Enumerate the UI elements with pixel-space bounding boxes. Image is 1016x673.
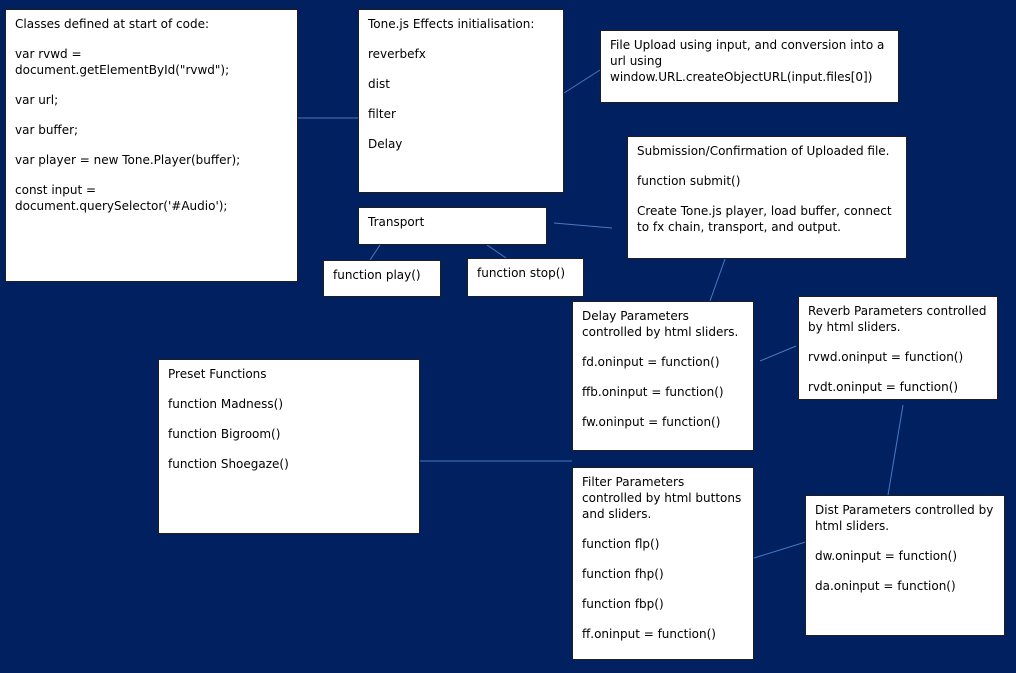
reverb-title: Reverb Parameters controlled by html sli… (808, 304, 987, 334)
presets-title: Preset Functions (168, 367, 267, 381)
transport-box: Transport (358, 207, 547, 245)
delay-box: Delay Parameters controlled by html slid… (572, 301, 754, 451)
effects-item: filter (368, 107, 396, 121)
connector-filter-dist (753, 539, 813, 559)
transport-title: Transport (368, 215, 425, 229)
submit-function: function submit() (637, 174, 741, 188)
connector-reverb-dist (887, 404, 904, 496)
reverb-item: rvwd.oninput = function() (808, 350, 964, 364)
reverb-item: rvdt.oninput = function() (808, 380, 959, 394)
connector-transport-stop (486, 244, 507, 259)
submit-title: Submission/Confirmation of Uploaded file… (637, 144, 890, 158)
presets-item: function Bigroom() (168, 427, 281, 441)
filter-item: function flp() (582, 537, 660, 551)
effects-item: dist (368, 77, 390, 91)
connector-delay-reverb (759, 345, 797, 362)
reverb-box: Reverb Parameters controlled by html sli… (798, 296, 998, 400)
filter-title: Filter Parameters controlled by html but… (582, 475, 742, 521)
filter-item: ff.oninput = function() (582, 627, 716, 641)
classes-line: var rvwd = document.getElementById("rvwd… (15, 47, 230, 77)
delay-item: ffb.oninput = function() (582, 385, 724, 399)
connector-effects-upload (563, 69, 601, 94)
presets-item: function Madness() (168, 397, 284, 411)
submit-description: Create Tone.js player, load buffer, conn… (637, 204, 892, 234)
effects-item: reverbefx (368, 47, 426, 61)
dist-item: da.oninput = function() (815, 579, 956, 593)
classes-line: const input = document.querySelector('#A… (15, 183, 228, 213)
filter-box: Filter Parameters controlled by html but… (572, 467, 754, 660)
effects-title: Tone.js Effects initialisation: (368, 17, 535, 31)
classes-box: Classes defined at start of code: var rv… (5, 9, 298, 282)
effects-item: Delay (368, 137, 403, 151)
classes-line: var buffer; (15, 123, 79, 137)
classes-line: var player = new Tone.Player(buffer); (15, 153, 241, 167)
effects-box: Tone.js Effects initialisation: reverbef… (358, 9, 564, 193)
play-function: function play() (333, 268, 421, 282)
upload-box: File Upload using input, and conversion … (600, 30, 899, 103)
connector-transport-play (369, 244, 381, 261)
presets-box: Preset Functions function Madness() func… (158, 359, 420, 534)
filter-item: function fhp() (582, 567, 664, 581)
connector-transport-submit (553, 222, 613, 229)
dist-title: Dist Parameters controlled by html slide… (815, 503, 994, 533)
presets-item: function Shoegaze() (168, 457, 289, 471)
submit-box: Submission/Confirmation of Uploaded file… (627, 136, 907, 259)
classes-line: var url; (15, 93, 59, 107)
classes-title: Classes defined at start of code: (15, 17, 209, 31)
delay-title: Delay Parameters controlled by html slid… (582, 309, 739, 339)
stop-function: function stop() (477, 266, 566, 280)
connector-submit-delay (709, 258, 726, 302)
play-function-box: function play() (323, 260, 441, 297)
dist-box: Dist Parameters controlled by html slide… (805, 495, 1005, 636)
filter-item: function fbp() (582, 597, 664, 611)
stop-function-box: function stop() (467, 258, 584, 297)
dist-item: dw.oninput = function() (815, 549, 958, 563)
delay-item: fd.oninput = function() (582, 355, 720, 369)
delay-item: fw.oninput = function() (582, 415, 721, 429)
upload-text: File Upload using input, and conversion … (610, 38, 885, 84)
